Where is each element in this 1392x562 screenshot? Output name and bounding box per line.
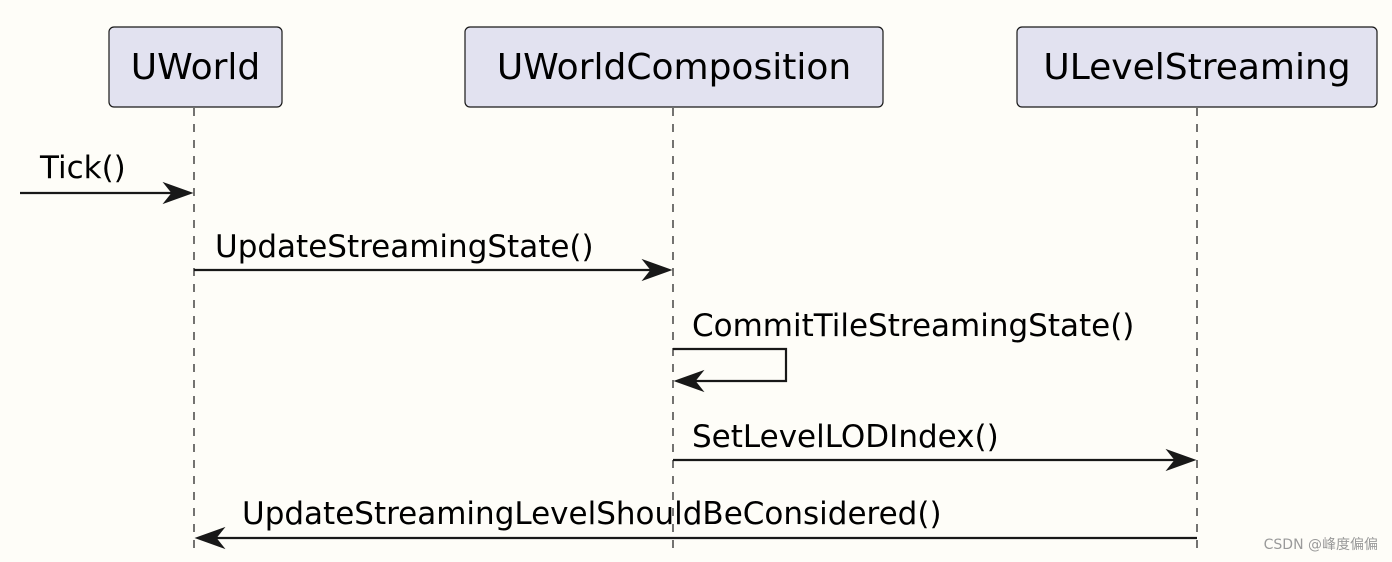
message-update-streaming-level-should-be-considered: UpdateStreamingLevelShouldBeConsidered() [194, 496, 1197, 550]
message-update-streaming-state-label: UpdateStreamingState() [215, 229, 594, 265]
message-update-streaming-state-arrowhead [641, 258, 673, 282]
participant-uworldcomposition-box [464, 26, 884, 108]
message-set-level-lod-index: SetLevelLODIndex() [673, 419, 1197, 472]
message-update-streaming-level-should-be-considered-label: UpdateStreamingLevelShouldBeConsidered() [242, 496, 942, 532]
participant-uworld-label: UWorld [131, 47, 261, 88]
message-commit-tile-streaming-state: CommitTileStreamingState() [673, 308, 1134, 393]
participant-uworldcomposition-label: UWorldComposition [497, 47, 851, 88]
participant-uworldcomposition: UWorldComposition [464, 26, 884, 108]
message-update-streaming-state: UpdateStreamingState() [194, 229, 673, 282]
participant-ulevelstreaming-label: ULevelStreaming [1043, 47, 1350, 88]
message-update-streaming-level-should-be-considered-arrowhead [194, 526, 226, 550]
participant-uworld-box [108, 26, 283, 108]
watermark: CSDN @峰度偏偏 [1263, 537, 1378, 553]
message-commit-tile-streaming-state-line [673, 347, 788, 383]
participant-ulevelstreaming-box [1016, 26, 1378, 108]
message-set-level-lod-index-arrowhead [1165, 448, 1197, 472]
message-tick-arrowhead [162, 181, 194, 205]
message-tick: Tick() [20, 150, 194, 205]
participant-uworld: UWorld [108, 26, 283, 108]
message-set-level-lod-index-label: SetLevelLODIndex() [692, 419, 999, 455]
message-commit-tile-streaming-state-label: CommitTileStreamingState() [692, 308, 1134, 344]
message-tick-label: Tick() [39, 150, 126, 186]
participant-ulevelstreaming: ULevelStreaming [1016, 26, 1378, 108]
message-commit-tile-streaming-state-arrowhead [673, 369, 705, 393]
